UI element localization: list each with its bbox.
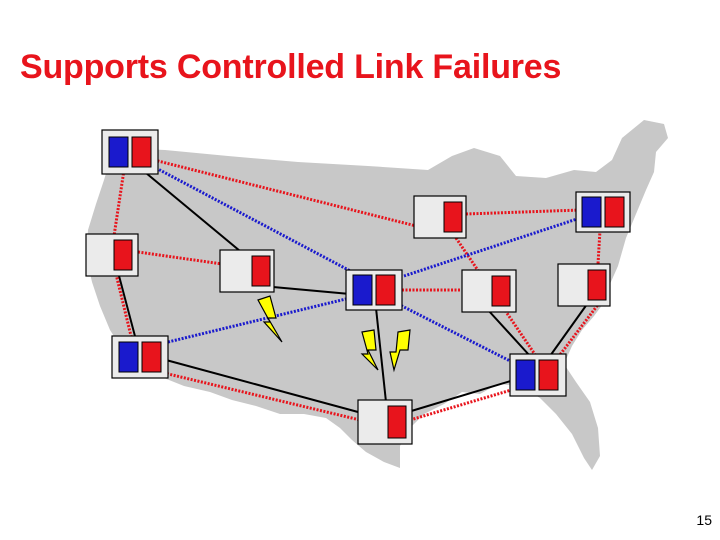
blue-paths [155, 166, 581, 366]
failure-markers [257, 295, 411, 373]
physical-links [117, 167, 591, 413]
link-west-sw [117, 271, 137, 341]
page-number: 15 [696, 512, 712, 528]
node-northeast [575, 191, 631, 233]
lightning-icon [389, 329, 411, 373]
link-nw-mountain [139, 167, 247, 257]
node-nw [101, 129, 159, 175]
red-path-west-mountain [137, 250, 223, 266]
link-central-south [375, 307, 387, 403]
node-southeast [509, 353, 567, 397]
link-sw-south [165, 359, 359, 413]
node-midwest-north [413, 195, 467, 239]
blue-path-central-southeast [397, 302, 517, 366]
red-path-nw-west [112, 169, 126, 237]
nodes [85, 129, 631, 445]
node-midwest [461, 269, 517, 313]
red-path-west-sw [114, 273, 134, 341]
link-mountain-central [261, 285, 351, 295]
blue-path-central-northeast [403, 216, 581, 278]
red-path-nw-midwest-north [153, 158, 441, 234]
node-east [557, 263, 611, 307]
slide-title: Supports Controlled Link Failures [20, 48, 562, 86]
red-path-south-southeast [409, 386, 519, 422]
blue-path-nw-central [155, 166, 357, 276]
link-midwest-southeast [487, 309, 531, 357]
node-west [85, 233, 139, 277]
link-southeast-east [549, 299, 591, 357]
red-path-midwest-north-northeast [465, 208, 581, 216]
node-central [345, 269, 403, 311]
red-path-sw-south [159, 370, 361, 422]
node-mountain [219, 249, 275, 293]
link-south-southeast [407, 379, 515, 413]
lightning-icon [360, 329, 379, 371]
lightning-icon [257, 295, 283, 343]
red-path-east-northeast [596, 229, 602, 265]
node-south [357, 399, 413, 445]
node-sw [111, 335, 169, 379]
red-path-southeast-east [554, 301, 602, 361]
